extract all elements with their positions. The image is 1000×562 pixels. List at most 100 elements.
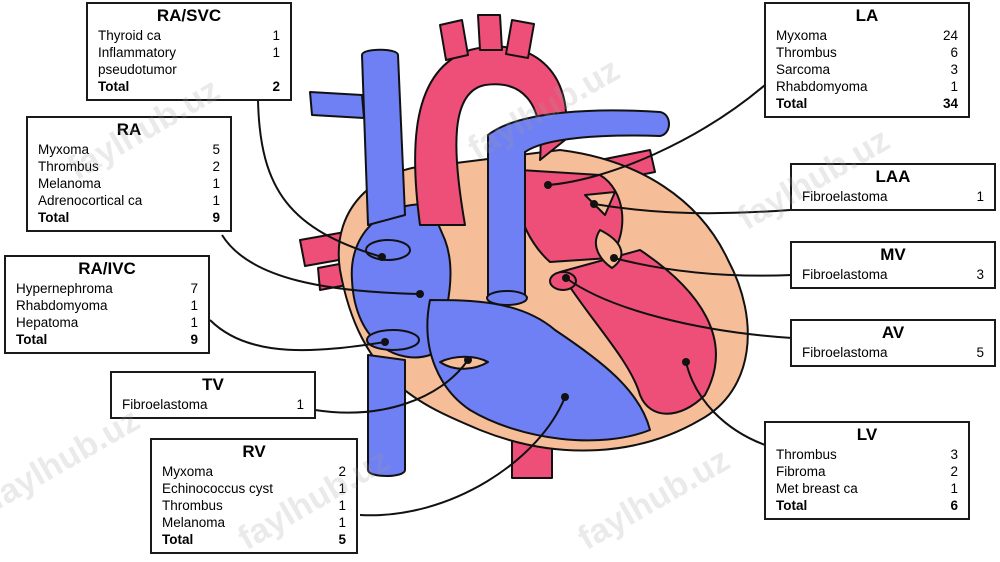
- box-title: RV: [242, 442, 266, 461]
- tumor-count: 1: [338, 515, 346, 530]
- box-title: RA/SVC: [156, 6, 222, 25]
- tumor-count: 7: [190, 281, 198, 296]
- inferior-vena-cava: [367, 354, 406, 477]
- tumor-count: 2: [338, 464, 346, 479]
- tumor-name: Fibroelastoma: [802, 267, 888, 282]
- tumor-count: 1: [338, 498, 346, 513]
- tumor-name: Thrombus: [776, 45, 837, 60]
- tumor-count: 1: [976, 189, 984, 204]
- leader-ra: [221, 234, 421, 295]
- tumor-name: Total: [776, 498, 808, 513]
- dot-la: [544, 181, 552, 189]
- tumor-name: Inflammatory pseudotumor: [98, 45, 177, 77]
- tumor-count: 1: [190, 315, 198, 330]
- tumor-count: 5: [338, 532, 346, 547]
- tumor-name: Thrombus: [776, 447, 837, 462]
- tumor-row: Thrombus 1: [162, 497, 346, 514]
- aortic-branch-2: [477, 14, 503, 51]
- heart-illustration: [299, 14, 749, 479]
- left-ventricle: [559, 249, 717, 415]
- tumor-count: 2: [212, 159, 220, 174]
- tumor-count: 6: [950, 498, 958, 513]
- tumor-name: Total: [776, 96, 808, 111]
- tumor-name: Hepatoma: [16, 315, 79, 330]
- leader-mv: [613, 257, 793, 277]
- aortic-branch-1: [439, 19, 469, 61]
- tumor-count: 9: [190, 332, 198, 347]
- tumor-name: Melanoma: [162, 515, 226, 530]
- dot-ra: [416, 290, 424, 298]
- tumor-count: 1: [296, 397, 304, 412]
- tumor-row: Met breast ca 1: [776, 480, 958, 497]
- box-title: AV: [881, 323, 905, 342]
- dot-tv: [464, 356, 472, 364]
- tumor-name: Myxoma: [776, 28, 828, 43]
- tumor-row: Myxoma 2: [162, 463, 346, 480]
- tumor-name: Adrenocortical ca: [38, 193, 143, 208]
- right-ventricle: [426, 299, 651, 442]
- tumor-name: Myxoma: [162, 464, 214, 479]
- dot-lv: [682, 358, 690, 366]
- tumor-row: Adrenocortical ca 1: [38, 192, 220, 209]
- box-title: LA: [855, 6, 879, 25]
- total-row: Total 6: [776, 497, 958, 514]
- tumor-name: Sarcoma: [776, 62, 831, 77]
- tumor-count: 1: [212, 193, 220, 208]
- tumor-count: 5: [976, 345, 984, 360]
- tumor-count: 1: [950, 79, 958, 94]
- vein-branch: [309, 91, 365, 119]
- tumor-name: Total: [98, 79, 130, 94]
- tumor-count: 1: [338, 481, 346, 496]
- aortic-branch-3: [505, 19, 535, 59]
- ivc-opening: [366, 329, 420, 351]
- tumor-name: Rhabdomyoma: [16, 298, 108, 313]
- tumor-row: Melanoma 1: [162, 514, 346, 531]
- tumor-name: Fibroelastoma: [802, 189, 888, 204]
- tricuspid-valve: [439, 355, 489, 370]
- tumor-name: Thyroid ca: [98, 28, 162, 43]
- tumor-count: 3: [950, 447, 958, 462]
- tumor-name: Thrombus: [38, 159, 99, 174]
- leader-la: [547, 84, 766, 186]
- dot-mv: [610, 254, 618, 262]
- box-title: TV: [202, 375, 224, 394]
- svc-opening: [365, 239, 411, 261]
- box-title: LV: [856, 425, 878, 444]
- tumor-count: 1: [950, 481, 958, 496]
- box-title: RA: [116, 120, 142, 139]
- dot-ra-svc: [378, 253, 386, 261]
- tumor-name: Thrombus: [162, 498, 223, 513]
- tumor-name: Rhabdomyoma: [776, 79, 868, 94]
- box-title: RA/IVC: [78, 259, 136, 278]
- tumor-name: Met breast ca: [776, 481, 858, 496]
- tumor-name: Melanoma: [38, 176, 102, 191]
- tumor-row: Myxoma 24: [776, 27, 958, 44]
- tumor-count: 24: [942, 28, 958, 43]
- box-title: MV: [880, 245, 906, 264]
- tumor-name: Myxoma: [38, 142, 90, 157]
